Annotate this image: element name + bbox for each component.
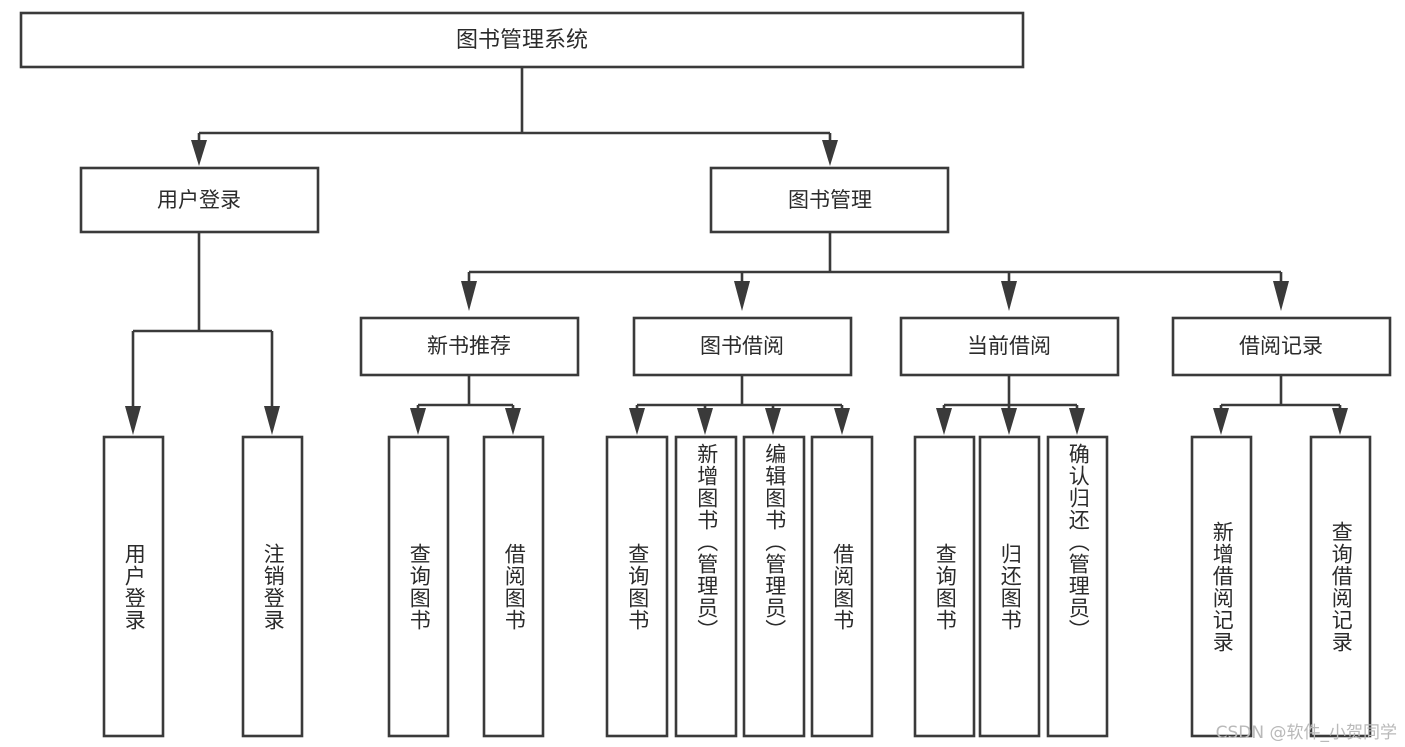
arrowhead-user-login: [191, 140, 207, 166]
node-root-label: 图书管理系统: [456, 28, 588, 53]
node-new-book[interactable]: [359, 316, 580, 377]
nodes-layer: 图书管理系统 用户登录 图书管理 新书推荐 图书借阅 当前借阅 借阅记录: [19, 11, 1392, 738]
leaf-nb-query[interactable]: [387, 435, 450, 738]
leaf-logout[interactable]: [241, 435, 304, 738]
node-root[interactable]: [19, 11, 1025, 69]
arrowhead-leaf-cb-query: [936, 408, 952, 435]
arrowhead-leaf-user-login: [125, 406, 141, 435]
node-user-login-label: 用户登录: [157, 188, 241, 212]
leaf-bb-query[interactable]: [605, 435, 669, 738]
arrowhead-leaf-nb-query: [410, 408, 426, 435]
arrowhead-leaf-bb-add: [697, 408, 713, 435]
arrowhead-currentborrow: [1001, 281, 1017, 311]
leaf-bb-add[interactable]: [674, 435, 738, 738]
node-current-borrow[interactable]: [899, 316, 1120, 377]
leaf-cb-return[interactable]: [978, 435, 1041, 738]
arrowhead-leaf-bb-borrow: [834, 408, 850, 435]
arrowhead-leaf-br-query: [1332, 408, 1348, 435]
node-user-login[interactable]: [79, 166, 320, 234]
node-book-manage-label: 图书管理: [788, 188, 872, 212]
leaf-bb-borrow[interactable]: [810, 435, 874, 738]
leaf-bb-edit[interactable]: [742, 435, 806, 738]
leaf-cb-query[interactable]: [913, 435, 976, 738]
arrowhead-leaf-cb-return: [1001, 408, 1017, 435]
arrowhead-leaf-cb-confirm: [1069, 408, 1085, 435]
arrowhead-leaf-logout: [264, 406, 280, 435]
node-book-borrow[interactable]: [632, 316, 853, 377]
leaf-br-query[interactable]: [1309, 435, 1372, 738]
node-book-borrow-label: 图书借阅: [700, 334, 784, 358]
node-current-borrow-label: 当前借阅: [967, 334, 1051, 358]
connectors-layer: [125, 67, 1348, 435]
leaf-user-login[interactable]: [102, 435, 165, 738]
node-book-manage[interactable]: [709, 166, 950, 234]
leaf-cb-confirm[interactable]: [1046, 435, 1109, 738]
arrowhead-leaf-bb-query: [629, 408, 645, 435]
arrowhead-leaf-bb-edit: [765, 408, 781, 435]
node-new-book-label: 新书推荐: [427, 334, 511, 358]
csdn-watermark: CSDN @软件_小贺同学: [1215, 723, 1397, 743]
leaf-br-add[interactable]: [1190, 435, 1253, 738]
node-borrow-record-label: 借阅记录: [1239, 334, 1323, 358]
leaf-nb-borrow[interactable]: [482, 435, 545, 738]
arrowhead-newbook: [461, 281, 477, 311]
arrowhead-book-manage: [822, 140, 838, 166]
arrowhead-bookborrow: [734, 281, 750, 311]
arrowhead-leaf-nb-borrow: [505, 408, 521, 435]
arrowhead-leaf-br-add: [1213, 408, 1229, 435]
arrowhead-borrowrecord: [1273, 281, 1289, 311]
node-borrow-record[interactable]: [1171, 316, 1392, 377]
